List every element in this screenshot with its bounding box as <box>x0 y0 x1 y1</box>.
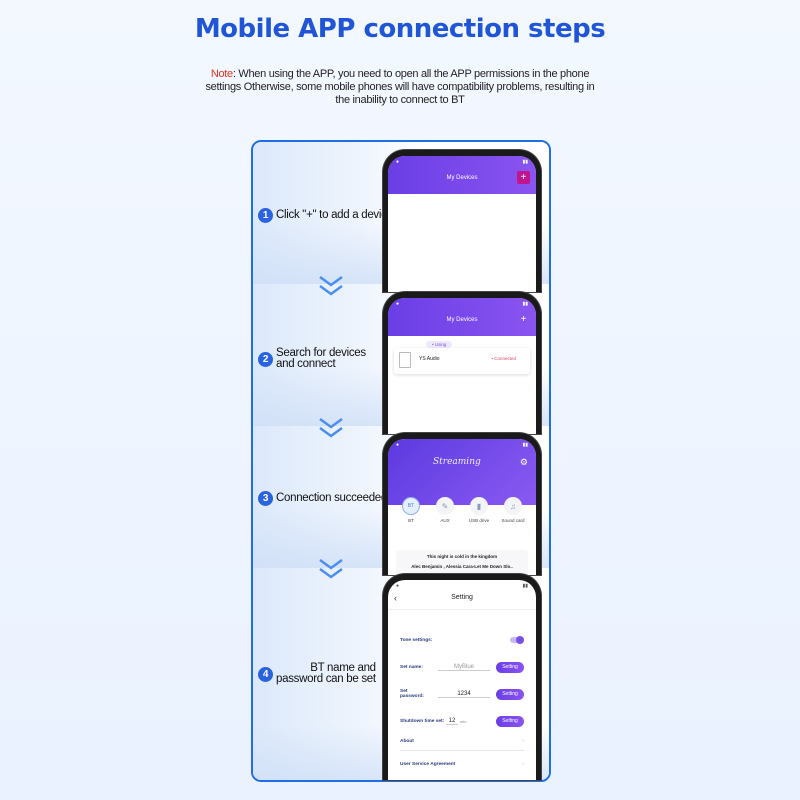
app-title: My Devices <box>446 317 478 323</box>
page-title: Mobile APP connection steps <box>194 14 606 44</box>
step-3: 3 Connection succeeded <box>258 491 387 506</box>
screen-my-devices-connected: ●▮▮ My Devices + • Using YS Audio • Conn… <box>388 298 536 434</box>
app-title: My Devices <box>446 175 478 181</box>
setting-header: ●▮▮ ‹ Setting <box>388 580 536 610</box>
step-1-number: 1 <box>258 208 273 223</box>
mode-label: Sound card <box>501 518 525 523</box>
mode-sound-card[interactable]: ♫ Sound card <box>499 497 527 547</box>
tone-toggle[interactable] <box>510 636 524 644</box>
mode-label: USB drive <box>468 518 490 523</box>
music-note-icon: ♫ <box>504 497 522 515</box>
set-name-field[interactable]: MyBlue <box>438 664 490 671</box>
add-device-button[interactable]: + <box>520 314 527 325</box>
step-1: 1 Click "+" to add a device <box>258 208 393 223</box>
gear-icon[interactable]: ⚙ <box>519 457 528 467</box>
shutdown-unit: min <box>460 718 467 724</box>
step-4-number: 4 <box>258 666 273 682</box>
using-badge: • Using <box>426 341 453 348</box>
step-2-text: Search for devices and connect <box>276 347 366 370</box>
chevron-down-icon <box>319 558 343 579</box>
about-row[interactable]: About › <box>400 733 524 751</box>
chevron-right-icon: › <box>522 739 524 744</box>
screen-setting: ●▮▮ ‹ Setting Tone settings: Set name: M… <box>388 580 536 780</box>
set-password-row: Set password: 1234 Setting <box>400 687 524 701</box>
device-status: • Connected <box>491 356 516 361</box>
set-name-label: Set name: <box>400 664 423 670</box>
usb-icon: ▮ <box>470 497 488 515</box>
status-bar: ●▮▮ <box>396 583 528 589</box>
step-2-line-1: Search for devices <box>276 347 366 359</box>
agreement-label: User Service Agreement <box>400 761 456 767</box>
mode-bt[interactable]: BT BT <box>397 497 425 547</box>
step-4-text: BT name and password can be set <box>276 662 376 685</box>
chevron-down-icon <box>319 417 343 438</box>
mode-usb[interactable]: ▮ USB drive <box>465 497 493 547</box>
screen-home: ●▮▮ Streaming ⚙ BT BT ✎ AUX ▮ USB drive … <box>388 439 536 575</box>
step-4-line-1: BT name and <box>310 662 376 674</box>
app-header: ●▮▮ My Devices + <box>388 298 536 336</box>
step-4: 4 BT name and password can be set <box>258 662 376 685</box>
shutdown-time-label: Shutdown time set: <box>400 718 445 724</box>
mode-aux[interactable]: ✎ AUX <box>431 497 459 547</box>
mode-selector: BT BT ✎ AUX ▮ USB drive ♫ Sound card <box>388 497 536 547</box>
back-arrow-icon[interactable]: ‹ <box>394 593 397 603</box>
home-header: ●▮▮ Streaming ⚙ <box>388 439 536 505</box>
song-title: This night is cold in the kingdom <box>426 554 498 559</box>
mode-label: AUX <box>440 518 450 523</box>
aux-icon: ✎ <box>436 497 454 515</box>
step-2-line-2: and connect <box>276 358 336 370</box>
chevron-right-icon: › <box>522 761 524 767</box>
mode-label: BT <box>408 518 414 523</box>
app-logo: Streaming <box>433 457 481 467</box>
tone-settings-row: Tone settings: <box>400 633 524 647</box>
set-password-field[interactable]: 1234 <box>438 691 490 698</box>
about-label: About <box>400 739 414 744</box>
shutdown-time-row: Shutdown time set: 12 min Setting <box>400 714 524 728</box>
setting-title: Setting <box>451 594 473 601</box>
note-label: Note <box>210 68 233 80</box>
bluetooth-icon: BT <box>402 497 420 515</box>
speaker-icon <box>399 352 411 368</box>
step-2-number: 2 <box>258 351 273 367</box>
status-bar: ●▮▮ <box>396 159 528 165</box>
step-4-line-2: password can be set <box>276 673 376 685</box>
status-bar: ●▮▮ <box>396 301 528 307</box>
chevron-down-icon <box>319 275 343 296</box>
agreement-row[interactable]: User Service Agreement › <box>400 757 524 771</box>
phone-screen-1: ●▮▮ My Devices + <box>383 150 541 292</box>
step-3-text: Connection succeeded <box>276 492 387 504</box>
status-bar: ●▮▮ <box>396 442 528 448</box>
tone-settings-label: Tone settings: <box>400 637 433 643</box>
shutdown-time-button[interactable]: Setting <box>496 715 524 727</box>
set-name-button[interactable]: Setting <box>496 661 524 673</box>
note-body: : When using the APP, you need to open a… <box>205 68 595 106</box>
app-header: ●▮▮ My Devices + <box>388 156 536 194</box>
song-artist: Alec Benjamin , Alessia Cara-Let Me Down… <box>411 564 513 569</box>
set-name-row: Set name: MyBlue Setting <box>400 660 524 674</box>
screen-my-devices-empty: ●▮▮ My Devices + <box>388 156 536 292</box>
step-1-text: Click "+" to add a device <box>276 209 393 221</box>
phone-screen-4: ●▮▮ ‹ Setting Tone settings: Set name: M… <box>383 574 541 780</box>
phone-screen-3: ●▮▮ Streaming ⚙ BT BT ✎ AUX ▮ USB drive … <box>383 433 541 575</box>
phone-screen-2: ●▮▮ My Devices + • Using YS Audio • Conn… <box>383 292 541 434</box>
device-name: YS Audio <box>419 356 440 362</box>
now-playing[interactable]: This night is cold in the kingdom Alec B… <box>396 550 528 575</box>
shutdown-time-field[interactable]: 12 <box>446 718 458 725</box>
step-2: 2 Search for devices and connect <box>258 347 366 370</box>
set-password-button[interactable]: Setting <box>496 688 524 700</box>
step-3-number: 3 <box>258 491 273 506</box>
set-password-label: Set password: <box>400 689 424 699</box>
add-device-button[interactable]: + <box>517 171 530 184</box>
note-text: Note: When using the APP, you need to op… <box>200 68 600 107</box>
device-card[interactable]: YS Audio • Connected <box>394 348 530 374</box>
